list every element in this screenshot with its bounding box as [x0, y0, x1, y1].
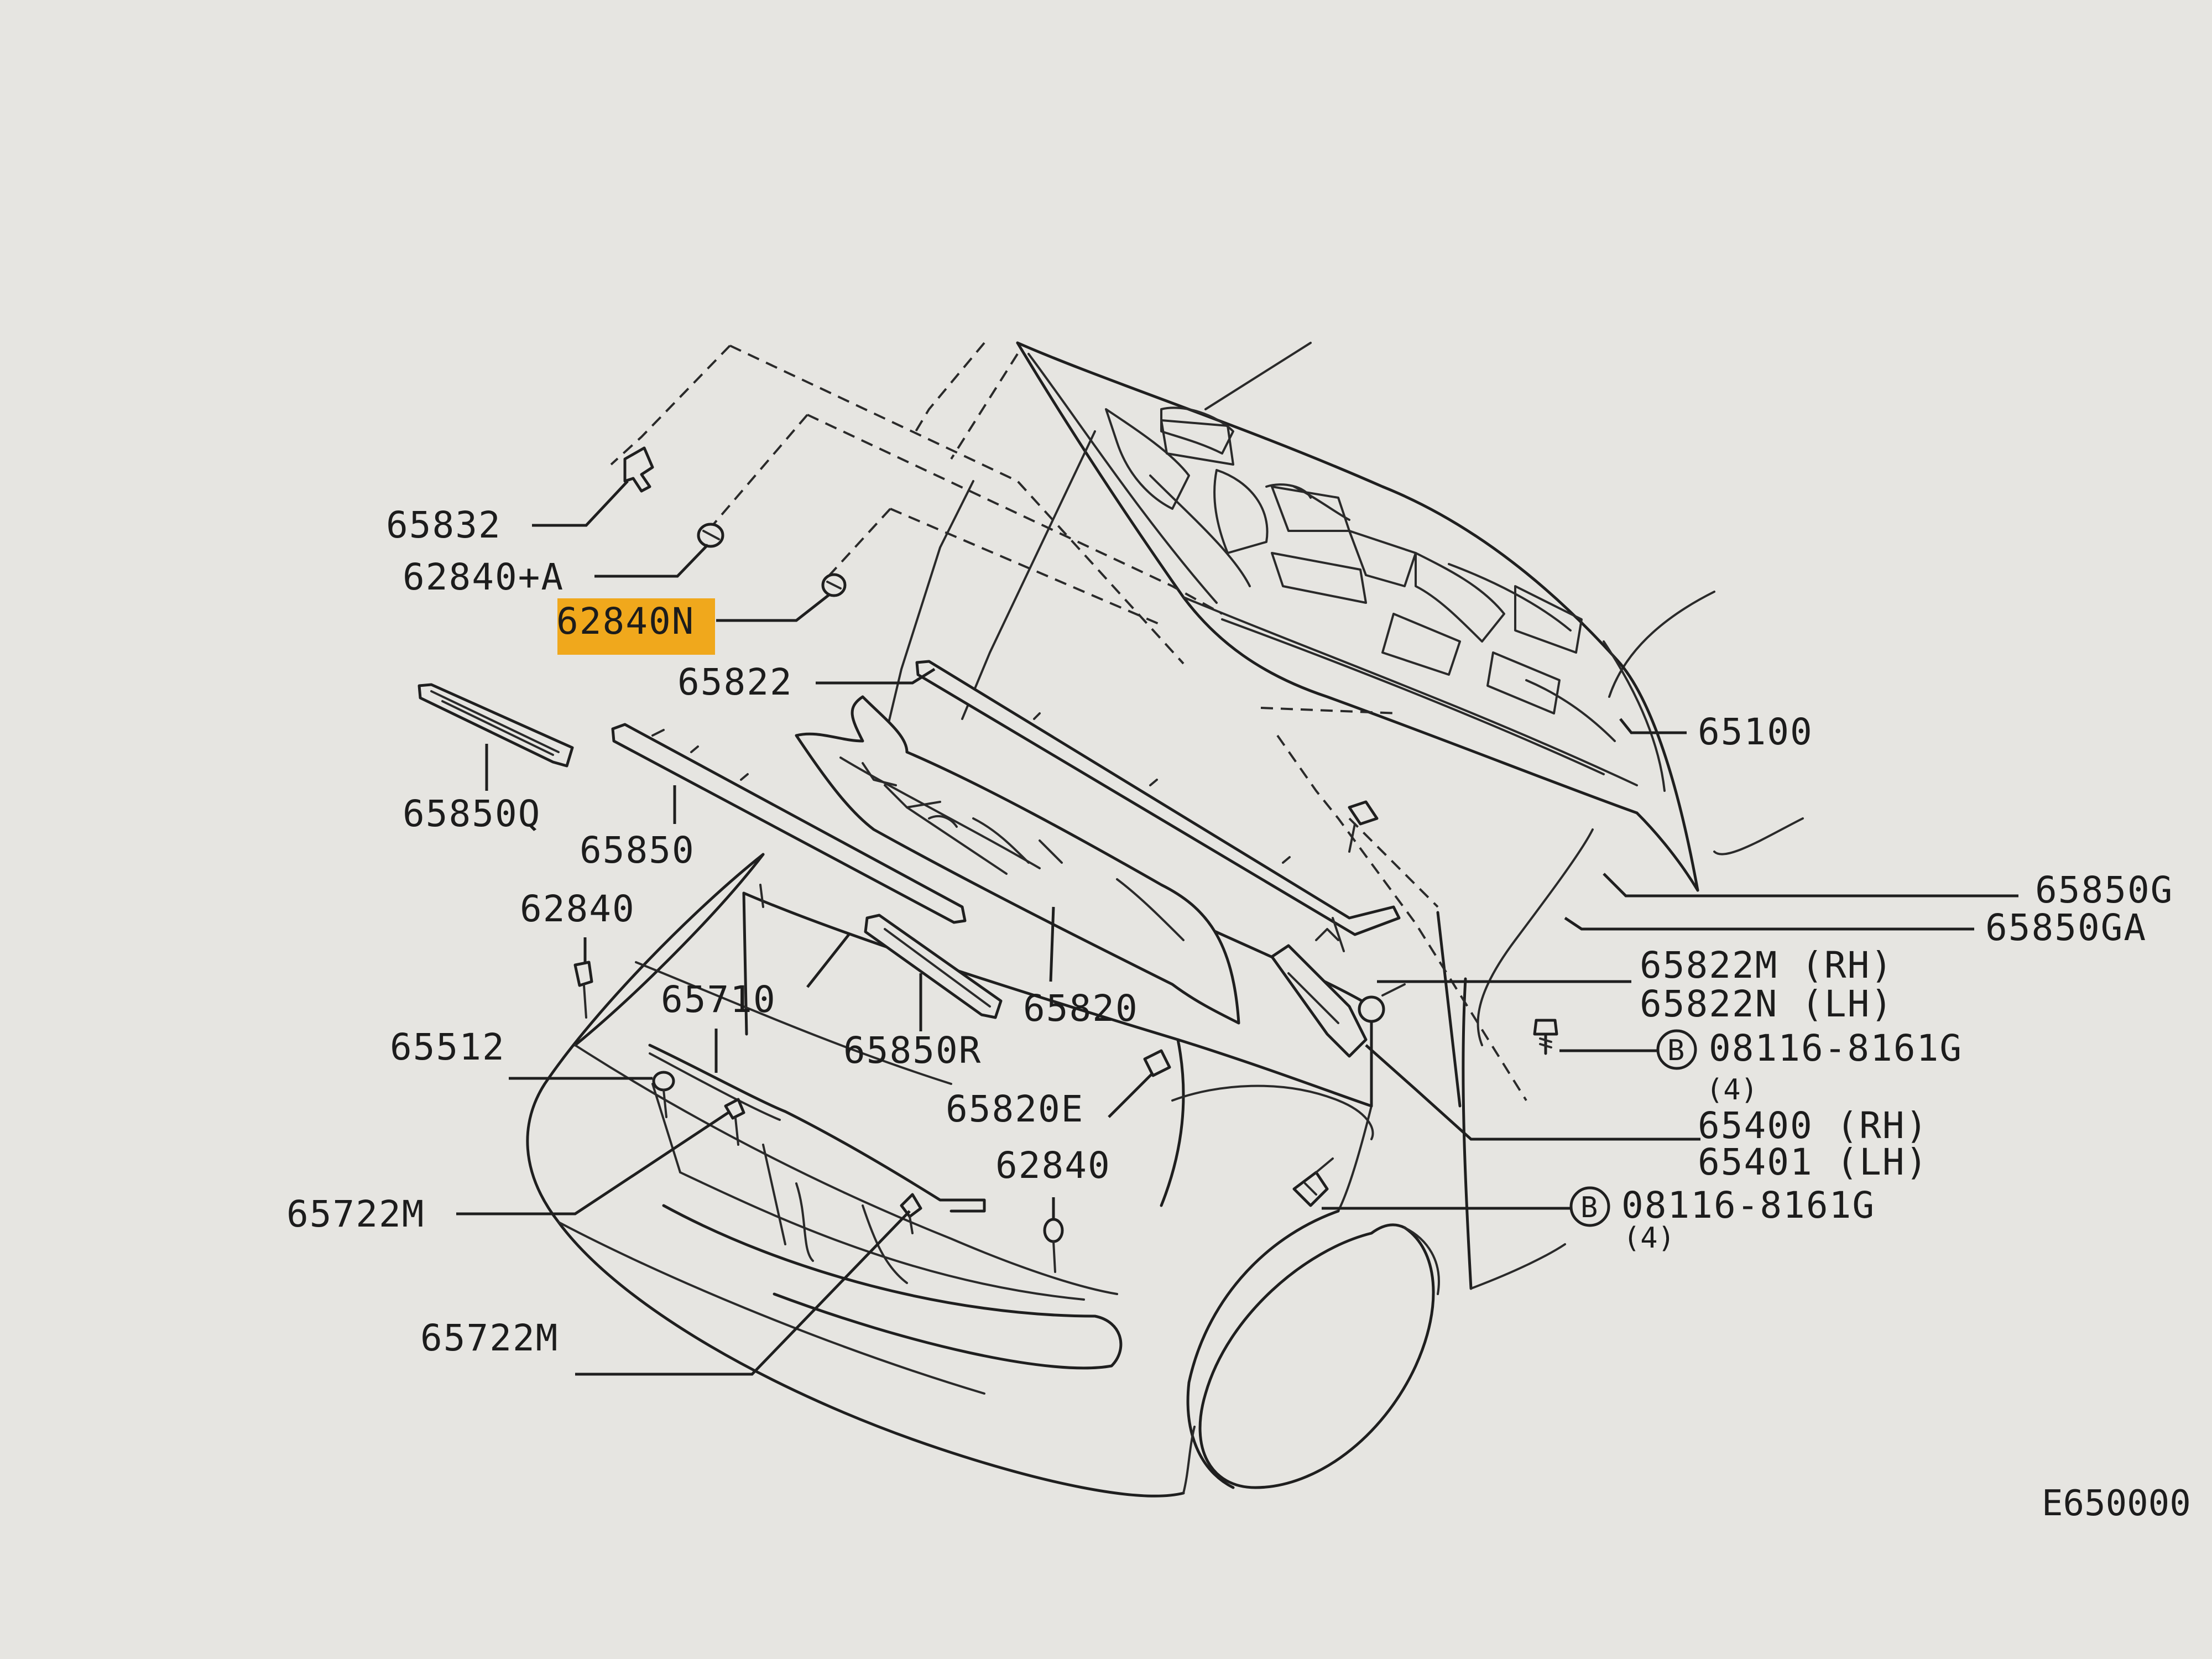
car-body: [526, 591, 1804, 1498]
label-65710[interactable]: 65710: [661, 978, 776, 1021]
part-bolt-upper: [1533, 1019, 1558, 1055]
diagram-code: E650000: [2042, 1483, 2191, 1524]
part-62840a-grommet: [697, 523, 724, 548]
part-65822-strip: [915, 660, 1401, 936]
label-65401[interactable]: 65401 (LH): [1698, 1141, 1928, 1183]
label-bolt-lower-qty: (4): [1623, 1222, 1675, 1255]
part-62840-left-clip: [573, 961, 593, 1019]
part-65710-rod: [648, 1044, 986, 1213]
trunk-lid: [1016, 341, 1699, 892]
label-65822m[interactable]: 65822M (RH): [1640, 944, 1893, 987]
label-65850r[interactable]: 65850R: [843, 1029, 982, 1072]
label-65820[interactable]: 65820: [1023, 987, 1139, 1030]
part-65512-grommet: [652, 1071, 675, 1118]
label-65722m-upper[interactable]: 65722M: [286, 1193, 425, 1235]
bolt-marker-upper: B: [1667, 1034, 1684, 1067]
label-65512[interactable]: 65512: [390, 1026, 505, 1068]
leader-lines: [456, 480, 2018, 1376]
bolt-marker-lower: B: [1580, 1191, 1598, 1224]
part-65850-strip: [611, 723, 967, 924]
bolt-marker-circle-lower: [1569, 1186, 1610, 1227]
label-bolt-lower[interactable]: 08116-8161G: [1621, 1184, 1875, 1227]
labels: 65832 62840+A 62840N 65822 65100 65850Q …: [286, 504, 2191, 1524]
bolt-marker-circle-upper: [1656, 1029, 1697, 1070]
label-62840n[interactable]: 62840N: [556, 600, 695, 643]
label-62840-left[interactable]: 62840: [520, 888, 635, 930]
part-62840-mid-clip: [1043, 1218, 1064, 1273]
label-65100[interactable]: 65100: [1698, 711, 1813, 753]
label-65820e[interactable]: 65820E: [946, 1088, 1084, 1130]
label-65722m-lower[interactable]: 65722M: [420, 1317, 559, 1359]
part-65850q-strip: [418, 683, 574, 768]
part-65722m-clip-upper: [724, 1098, 745, 1146]
part-65820-panel: [795, 695, 1240, 1025]
label-65822n[interactable]: 65822N (LH): [1640, 983, 1893, 1025]
part-65822m-bracket: [1348, 800, 1379, 853]
part-62840n-grommet: [821, 573, 847, 597]
label-65850q[interactable]: 65850Q: [403, 792, 541, 835]
part-65820e-clip: [1143, 1049, 1171, 1077]
part-65832-clip: [623, 446, 654, 493]
label-bolt-upper[interactable]: 08116-8161G: [1709, 1027, 1963, 1070]
part-65722m-clip-lower: [900, 1193, 922, 1234]
part-bolt-lower: [1292, 1157, 1334, 1207]
part-65850r-strip: [864, 914, 1003, 1019]
part-highlight: [557, 598, 715, 655]
part-65400-hinge: [1270, 917, 1406, 1058]
label-65850[interactable]: 65850: [580, 829, 695, 872]
label-62840a[interactable]: 62840+A: [403, 556, 564, 598]
label-65400[interactable]: 65400 (RH): [1698, 1104, 1928, 1147]
label-65850g[interactable]: 65850G: [2035, 869, 2173, 911]
label-65832[interactable]: 65832: [386, 504, 502, 546]
label-bolt-upper-qty: (4): [1706, 1073, 1758, 1107]
label-62840-mid[interactable]: 62840: [995, 1144, 1111, 1187]
label-65850ga[interactable]: 65850GA: [1985, 906, 2147, 949]
label-65822[interactable]: 65822: [677, 661, 793, 703]
